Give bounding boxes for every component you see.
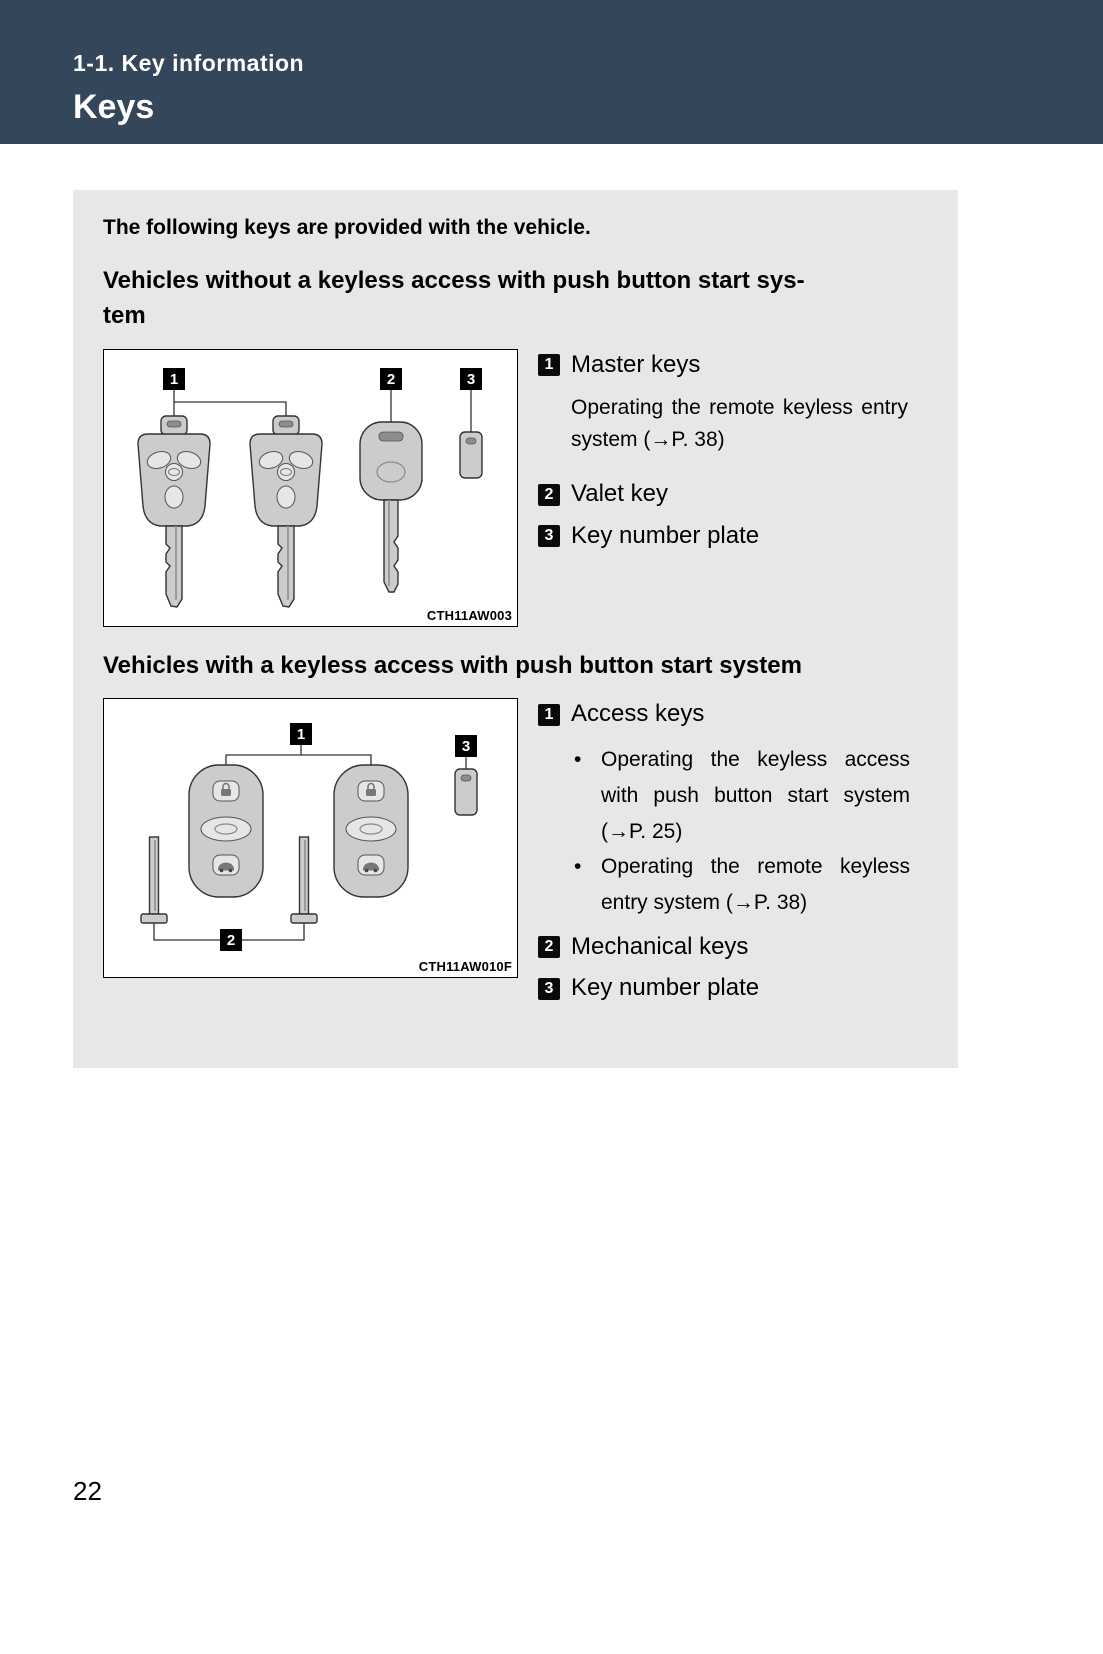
page-number: 22: [73, 1476, 102, 1506]
figure-callout-3: 3: [455, 735, 477, 758]
item-label: Access keys: [571, 700, 705, 728]
item-number-badge: 2: [538, 483, 560, 506]
figure-keys-with-keyless: 1 2 3 CTH11AW010F: [103, 698, 518, 979]
key-item-valet-key: 2 Valet key: [538, 480, 928, 509]
item-number-badge: 2: [538, 936, 560, 959]
key-list-with-keyless: 1 Access keys Operating the keyless acce…: [538, 698, 928, 1016]
figure-callout-1: 1: [163, 367, 185, 390]
item-label: Key number plate: [571, 522, 760, 549]
key-item-access-keys: 1 Access keys: [538, 700, 928, 729]
figure-code: CTH11AW003: [426, 607, 512, 623]
section-without-content: 1 2 3 CTH11AW003 1 Master keys: [103, 348, 928, 627]
key-item-mechanical-keys: 2 Mechanical keys: [538, 933, 928, 962]
item-label: Key number plate: [571, 974, 760, 1002]
mechanical-key-2: [290, 836, 318, 925]
figure-callout-2: 2: [220, 929, 242, 952]
master-key-2: [249, 414, 323, 608]
intro-text: The following keys are provided with the…: [103, 216, 591, 239]
content-panel: The following keys are provided with the…: [73, 190, 958, 1069]
key-item-key-number-plate: 3 Key number plate: [538, 522, 928, 551]
key-item-key-number-plate: 3 Key number plate: [538, 974, 928, 1003]
figure-callout-3: 3: [460, 367, 482, 390]
callout-number: 1: [297, 726, 305, 743]
key-number-plate: [459, 430, 483, 479]
section-heading-without-keyless: Vehicles without a keyless access with p…: [103, 267, 805, 329]
access-key-2: [333, 764, 409, 899]
key-number-plate: [454, 768, 478, 817]
callout-number: 3: [467, 371, 475, 388]
callout-number: 3: [462, 738, 470, 755]
page-header: 1-1. Key information Keys: [0, 0, 1103, 144]
access-key-1: [188, 764, 264, 899]
valet-key: [359, 420, 423, 593]
callout-number: 2: [227, 932, 235, 949]
callout-lines: [173, 389, 472, 432]
item-number-badge: 1: [538, 703, 560, 726]
item-number-badge: 3: [538, 977, 560, 1000]
keys-illustration-smart: 1 2 3: [140, 723, 478, 952]
key-item-master-keys: 1 Master keys: [538, 351, 928, 380]
bullet-text: Operating the remote keyless entry syste…: [601, 855, 910, 914]
figure-callout-1: 1: [290, 723, 312, 746]
item-number-badge: 3: [538, 525, 560, 548]
item-label: Master keys: [571, 350, 701, 378]
bullet-text: Operating the keyless access with push b…: [601, 748, 910, 843]
bullet-item: Operating the remote keyless entry syste…: [574, 849, 910, 920]
item-label: Valet key: [571, 480, 668, 508]
figure-keys-without-keyless: 1 2 3 CTH11AW003: [103, 348, 518, 627]
master-key-1: [137, 414, 211, 608]
callout-number: 1: [170, 371, 178, 388]
item-number-badge: 1: [538, 353, 560, 376]
figure-code: CTH11AW010F: [418, 959, 512, 975]
figure-callout-2: 2: [380, 367, 402, 390]
mechanical-key-1: [140, 836, 168, 925]
key-list-without-keyless: 1 Master keys Operating the remote keyle…: [538, 349, 928, 627]
keys-illustration-standard: 1 2 3: [137, 367, 483, 608]
section-heading-with-keyless: Vehicles with a keyless access with push…: [103, 651, 802, 679]
page-title: Keys: [73, 88, 155, 126]
bullet-item: Operating the keyless access with push b…: [574, 742, 910, 849]
item-label: Mechanical keys: [571, 932, 749, 960]
callout-lines: [153, 745, 467, 942]
item-description: Operating the remote keyless entry syste…: [571, 396, 908, 452]
section-label: 1-1. Key information: [73, 50, 305, 76]
access-keys-bullets: Operating the keyless access with push b…: [574, 742, 910, 920]
callout-number: 2: [387, 371, 395, 388]
section-with-content: 1 2 3 CTH11AW010F 1 Access keys: [103, 698, 928, 1016]
